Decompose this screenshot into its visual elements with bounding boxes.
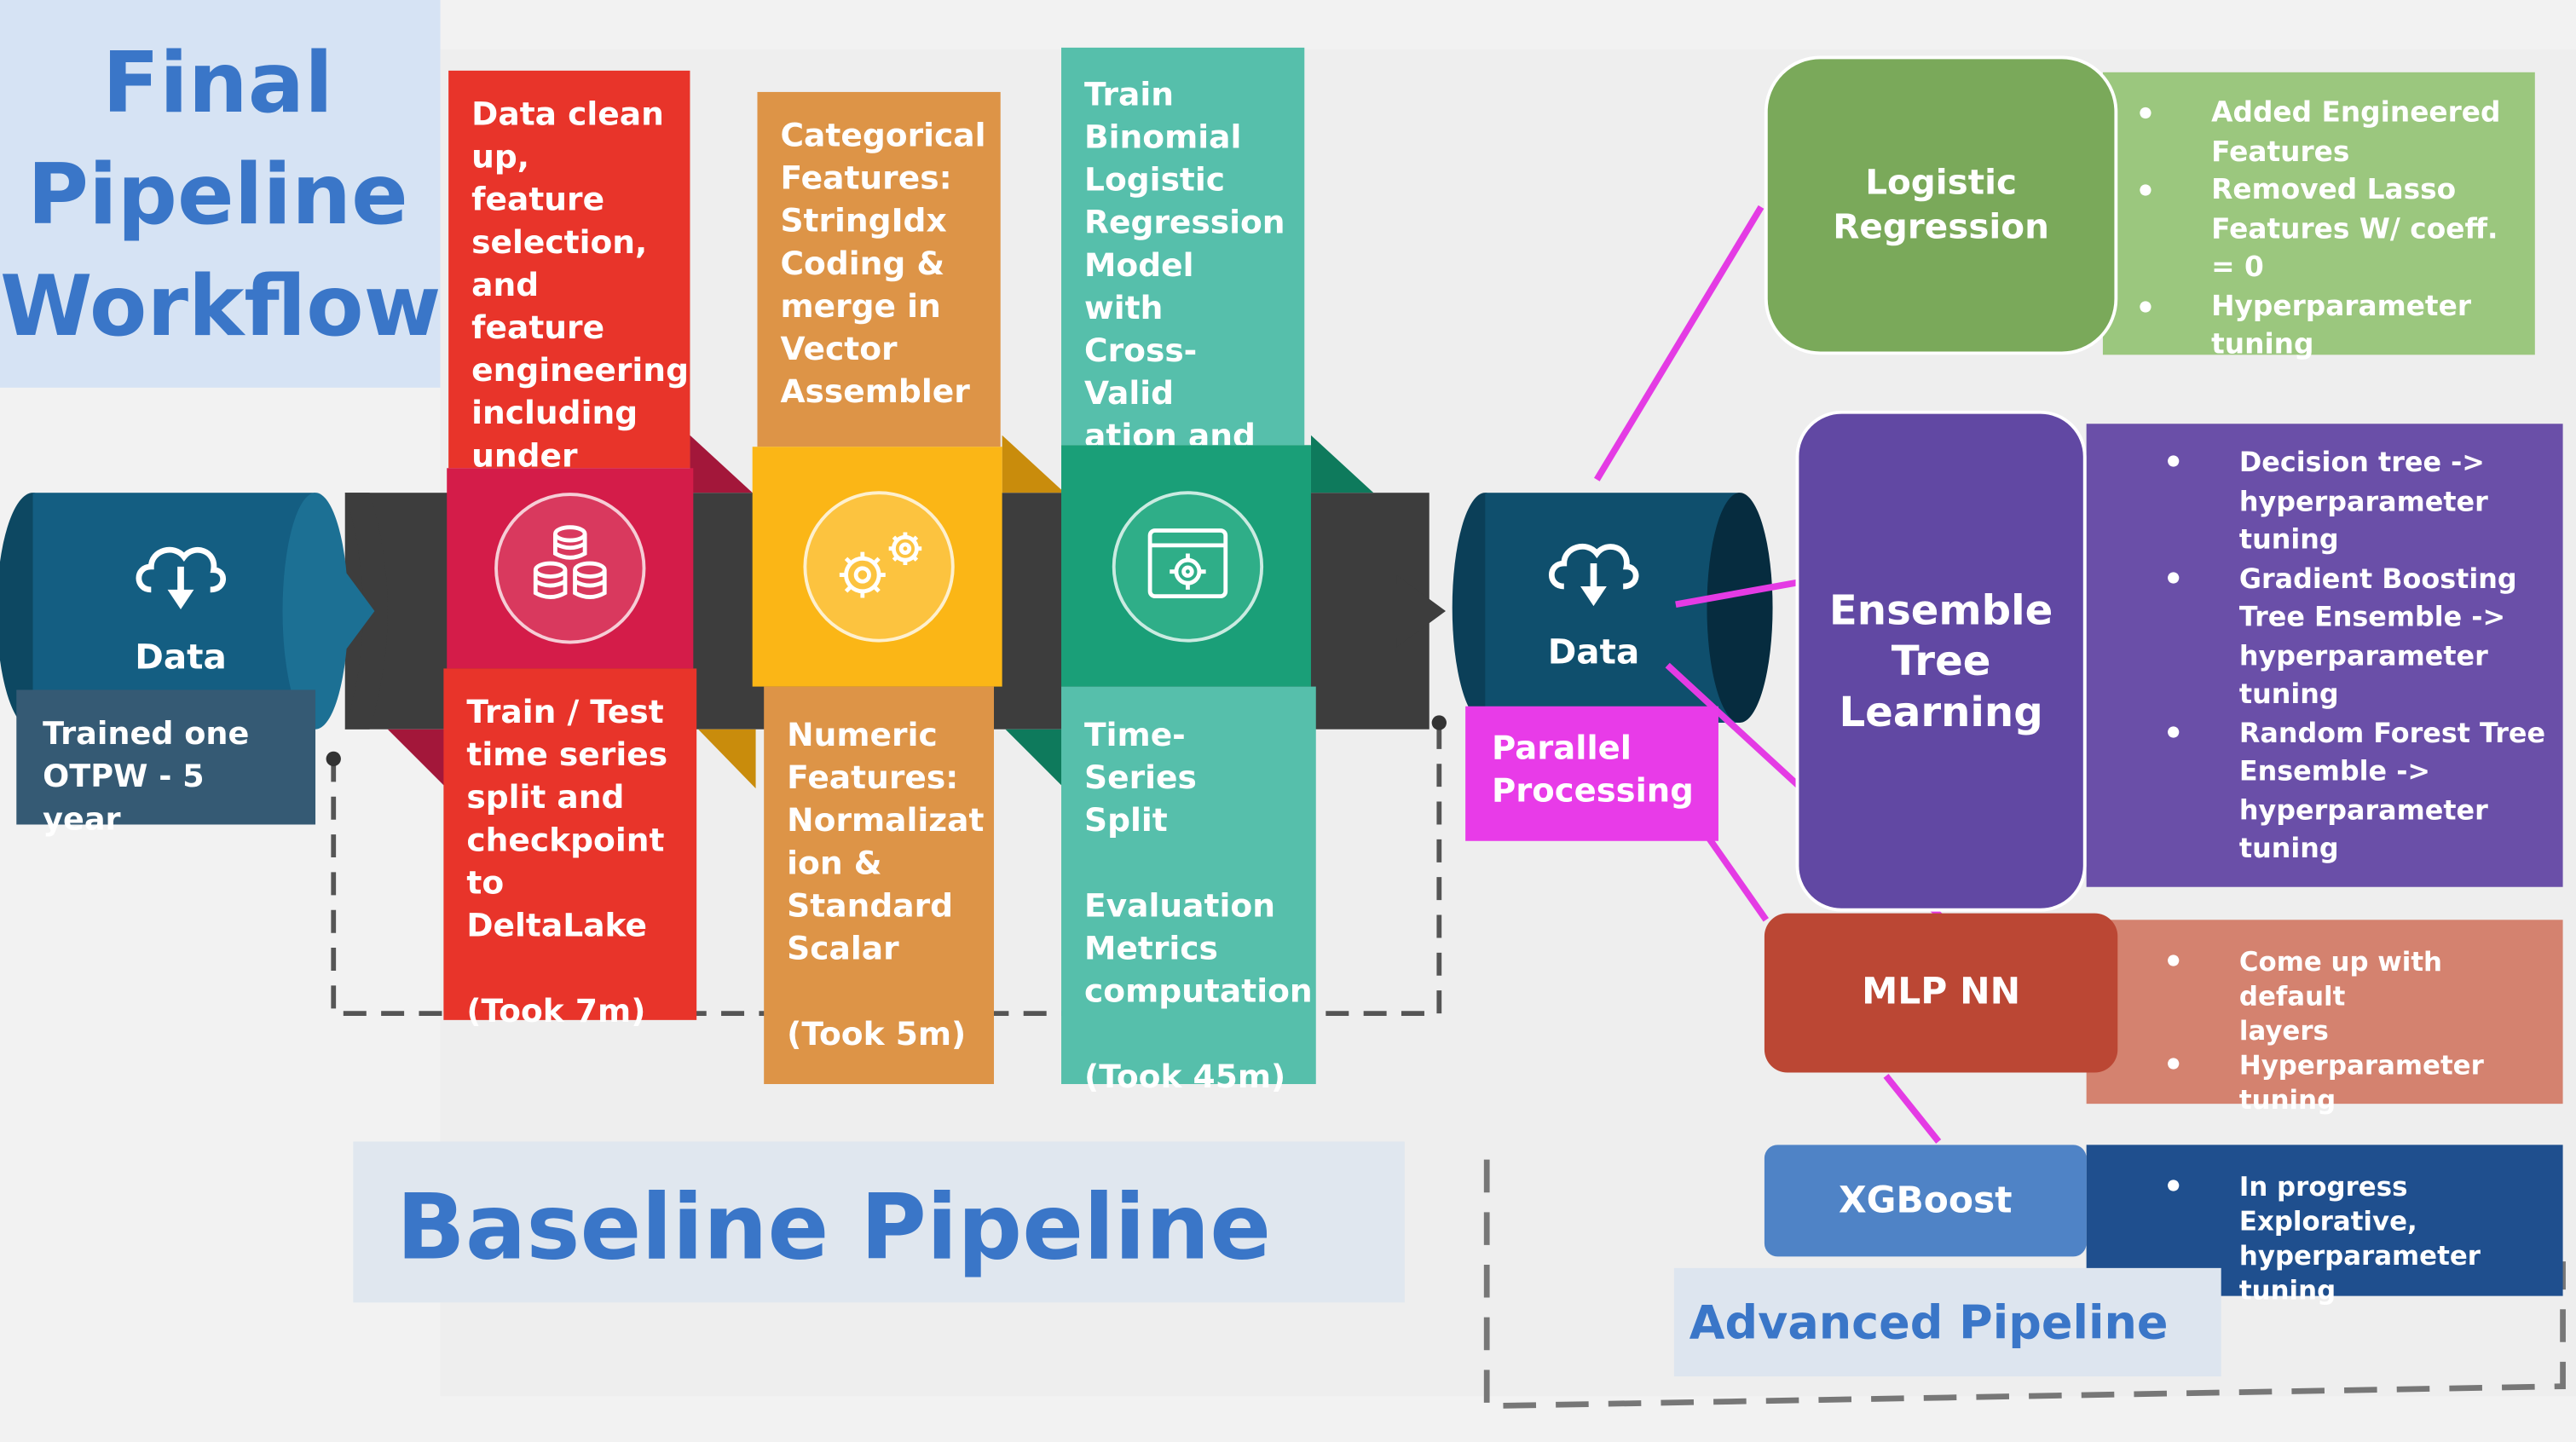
note-item: Come up with default layers	[2167, 944, 2551, 1047]
connector-xgb	[1883, 1073, 1942, 1144]
note-item: Added Engineered Features	[2139, 95, 2523, 173]
xgboost-box: XGBoost	[1764, 1145, 2087, 1257]
note-item: Removed Lasso Features W/ coeff. = 0	[2139, 172, 2523, 288]
fold-2a	[1002, 435, 1065, 493]
note-item: Hyperparameter tuning	[2139, 288, 2523, 366]
mlp-notes-list: Come up with default layers Hyperparamet…	[2167, 944, 2551, 1117]
xgb-notes-list: In progress Explorative, hyperparameter …	[2167, 1169, 2551, 1307]
advanced-panel	[1673, 1267, 2221, 1377]
advanced-boundary	[1483, 1159, 2566, 1410]
browser-gear-icon	[1147, 528, 1228, 599]
ensemble-notes-list: Decision tree -> hyperparameter tuning G…	[2167, 443, 2551, 868]
cloud-download-icon	[1549, 543, 1639, 607]
note-item: Gradient Boosting Tree Ensemble -> hyper…	[2167, 559, 2551, 713]
cloud-download-icon	[136, 546, 226, 610]
source-caption: Trained one OTPW - 5 year	[16, 689, 316, 838]
step2-bottom-box: Numeric Features: Normalizat ion & Stand…	[764, 686, 995, 1085]
fold-2b	[698, 729, 756, 789]
step3-bottom-box: Time-Series Split Evaluation Metrics com…	[1061, 686, 1316, 1096]
baseline-panel	[353, 1141, 1405, 1303]
target-data-label: Data	[1547, 632, 1640, 672]
parallel-processing-box: Parallel Processing	[1465, 706, 1718, 841]
step1-icon-ring	[494, 493, 646, 644]
title-panel	[0, 0, 441, 388]
pipe-arrow-right	[1396, 574, 1447, 648]
logistic-regression-box: Logistic Regression	[1764, 55, 2118, 355]
connector-logistic	[1594, 205, 1765, 482]
fold-1b	[387, 729, 448, 789]
fold-1a	[690, 435, 753, 493]
baseline-pipeline-label: Baseline Pipeline	[396, 1174, 1272, 1280]
source-arrow	[315, 566, 375, 655]
note-item: In progress Explorative, hyperparameter …	[2167, 1169, 2551, 1307]
note-item: Hyperparameter tuning	[2167, 1048, 2551, 1117]
mlp-nn-box: MLP NN	[1764, 913, 2118, 1073]
ensemble-tree-box: Ensemble Tree Learning	[1795, 410, 2087, 912]
logistic-notes-list: Added Engineered Features Removed Lasso …	[2139, 95, 2523, 366]
source-drum-front	[282, 493, 349, 730]
step1-bottom-box: Train / Test time series split and check…	[443, 668, 697, 1030]
gears-icon	[839, 532, 922, 598]
loop-end-right	[1431, 715, 1447, 730]
fold-3b	[1005, 729, 1065, 789]
source-data-label: Data	[135, 637, 227, 678]
source-drum-body	[32, 493, 316, 730]
fold-3a	[1310, 435, 1374, 493]
advanced-pipeline-label: Advanced Pipeline	[1689, 1295, 2169, 1351]
connector-mlp-b	[1706, 835, 1769, 922]
step3-top-box: Train Binomial Logistic Regression Model…	[1061, 47, 1305, 540]
step2-top-box: Categorical Features: StringIdx Coding &…	[757, 91, 1001, 447]
note-item: Random Forest Tree Ensemble -> hyperpara…	[2167, 713, 2551, 868]
note-item: Decision tree -> hyperparameter tuning	[2167, 443, 2551, 559]
database-icon	[533, 525, 607, 599]
target-drum-body	[1485, 493, 1741, 724]
loop-end-left	[326, 751, 341, 767]
target-drum-front	[1707, 493, 1773, 724]
step1-top-box: Data clean up, feature selection, and fe…	[448, 70, 690, 517]
page-title: Final Pipeline Workflow	[0, 36, 442, 357]
